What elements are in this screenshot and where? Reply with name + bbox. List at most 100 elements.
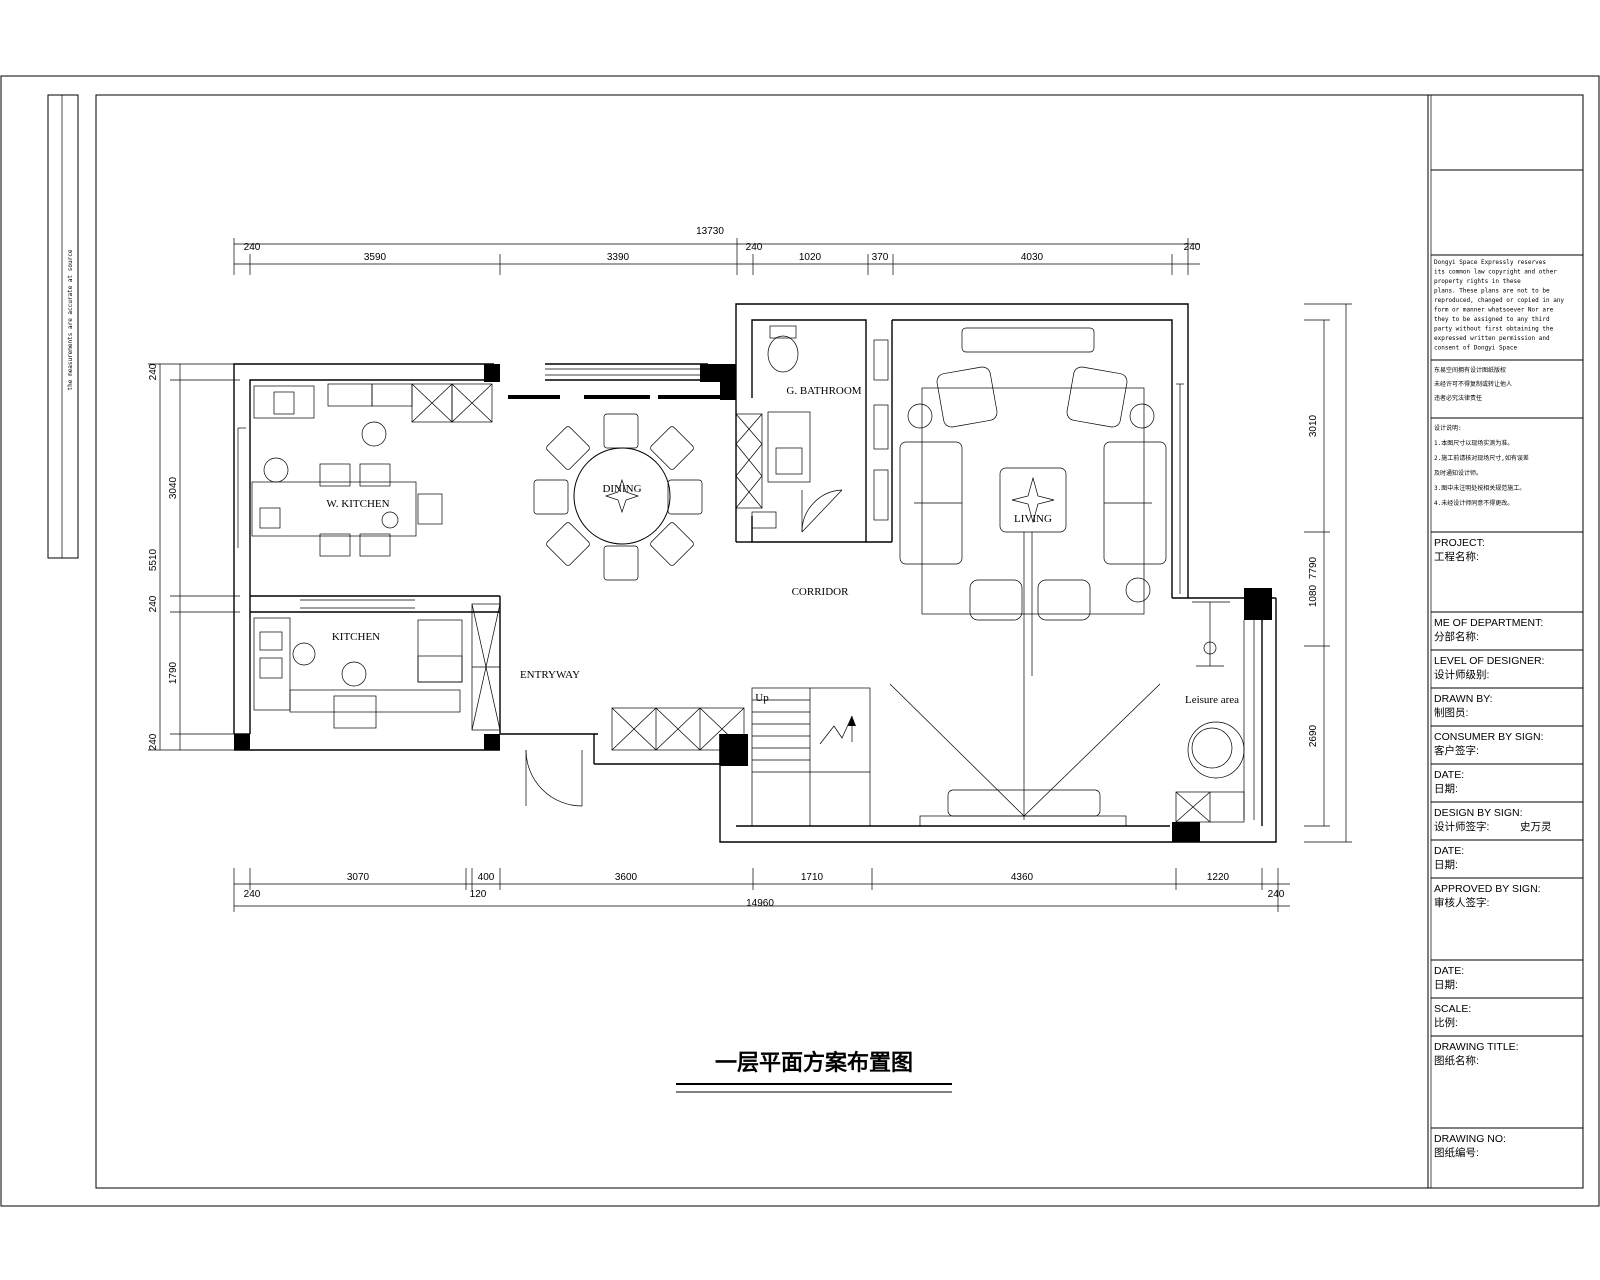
field-label-en: DRAWING TITLE: (1434, 1041, 1519, 1053)
field-label-cn: 工程名称: (1434, 550, 1479, 563)
svg-text:4360: 4360 (1011, 872, 1034, 883)
svg-text:1080: 1080 (1308, 584, 1319, 607)
svg-text:240: 240 (148, 733, 159, 750)
note-line: 2.施工前请核对现场尺寸,如有误差 (1434, 454, 1529, 462)
svg-text:3390: 3390 (607, 252, 630, 263)
title-block-fields: PROJECT:工程名称: ME OF DEPARTMENT:分部名称: LEVEL… (1431, 531, 1583, 1159)
field-label-cn: 客户签字: (1434, 744, 1479, 757)
top-dimension-chain: 13730 240 3590 3390 240 1020 370 4030 24… (233, 226, 1201, 275)
walls (233, 303, 1277, 843)
field-label-cn: 比例: (1434, 1016, 1458, 1029)
svg-text:370: 370 (872, 252, 889, 263)
svg-text:1710: 1710 (801, 872, 824, 883)
svg-text:240: 240 (244, 242, 261, 253)
copyright-en-line: expressed written permission and (1434, 335, 1550, 342)
room-label-kitchen: KITCHEN (332, 631, 380, 643)
svg-text:2690: 2690 (1308, 724, 1319, 747)
field-label-en: DATE: (1434, 965, 1464, 977)
copyright-cn-line: 东易空间拥有设计图纸版权 (1434, 366, 1506, 374)
svg-text:240: 240 (1268, 889, 1285, 900)
svg-text:240: 240 (244, 889, 261, 900)
field-label-en: DESIGN BY SIGN: (1434, 807, 1523, 819)
note-line: 设计说明: (1434, 424, 1462, 432)
copyright-en-line: party without first obtaining the (1434, 326, 1554, 333)
field-label-en: DRAWN BY: (1434, 693, 1493, 705)
dining-set: DINING (533, 413, 703, 581)
kitchen-furniture: KITCHEN (253, 603, 501, 731)
copyright-en-line: Dongyi Space Expressly reserves (1434, 259, 1546, 266)
room-label-entryway: ENTRYWAY (520, 669, 580, 681)
w-kitchen-furniture: W. KITCHEN (251, 383, 493, 557)
svg-text:1790: 1790 (168, 661, 179, 684)
bottom-dimension-chain: 240 3070 120 400 3600 1710 4360 1220 240… (233, 868, 1290, 912)
svg-text:120: 120 (470, 889, 487, 900)
field-label-en: DATE: (1434, 769, 1464, 781)
room-label-corridor: CORRIDOR (792, 586, 850, 598)
copyright-en-line: property rights in these (1434, 278, 1521, 285)
field-label-en: ME OF DEPARTMENT: (1434, 617, 1543, 629)
bathroom-fixtures: G. BATHROOM (735, 325, 889, 529)
field-label-cn: 设计师级别: (1434, 668, 1489, 681)
note-line: 3.图中未注明处按相关规范施工。 (1434, 484, 1525, 492)
field-label-en: PROJECT: (1434, 537, 1485, 549)
svg-text:3010: 3010 (1308, 414, 1319, 437)
field-value: 史万灵 (1520, 821, 1552, 833)
copyright-cn-line: 违者必究法律责任 (1434, 394, 1482, 402)
copyright-cn-line: 未经许可不得复制或转让他人 (1434, 380, 1512, 388)
room-label-dining: DINING (602, 483, 641, 495)
right-dimension-chain: 3010 7790 1080 2690 (1304, 303, 1352, 843)
svg-text:7790: 7790 (1308, 556, 1319, 579)
side-note-strip: the measurements are accurate at source (47, 94, 79, 559)
drawing-title: 一层平面方案布置图 (676, 1050, 952, 1093)
svg-text:1020: 1020 (799, 252, 822, 263)
svg-text:3600: 3600 (615, 872, 638, 883)
svg-text:400: 400 (478, 872, 495, 883)
svg-text:1220: 1220 (1207, 872, 1230, 883)
dim-bottom-total: 14960 (746, 898, 774, 909)
field-label-cn: 图纸名称: (1434, 1054, 1479, 1067)
drawing-title-text: 一层平面方案布置图 (715, 1050, 913, 1076)
side-note-text: the measurements are accurate at source (67, 249, 74, 390)
field-label-cn: 日期: (1434, 859, 1458, 871)
field-label-cn: 图纸编号: (1434, 1146, 1479, 1159)
design-notes-text: 设计说明:1.本图尺寸以现场实测为准。2.施工前请核对现场尺寸,如有误差及时通知… (1434, 424, 1529, 507)
living-furniture: LIVING (899, 327, 1167, 820)
room-label-bathroom: G. BATHROOM (786, 385, 861, 397)
svg-text:240: 240 (1184, 242, 1201, 253)
left-dimension-chain: 240 3040 5510 240 1790 240 (148, 363, 240, 751)
stair-up-label: Up (755, 692, 769, 704)
field-label-en: LEVEL OF DESIGNER: (1434, 655, 1544, 667)
staircase: Up (611, 687, 871, 827)
copyright-en-line: form or manner whatsoever Nor are (1434, 307, 1554, 314)
copyright-en-line: they to be assigned to any third (1434, 316, 1550, 323)
field-label-cn: 设计师签字: (1434, 820, 1489, 833)
note-line: 及时通知设计师。 (1434, 469, 1482, 477)
svg-text:240: 240 (148, 363, 159, 380)
note-line: 4.未经设计师同意不得更改。 (1434, 499, 1513, 507)
copyright-en-line: reproduced, changed or copied in any (1434, 297, 1564, 304)
inner-frame (95, 94, 1584, 1189)
outer-frame (0, 75, 1600, 1207)
room-label-w-kitchen: W. KITCHEN (326, 498, 389, 510)
tv-wall (889, 683, 1161, 827)
field-label-cn: 分部名称: (1434, 630, 1479, 643)
field-label-en: CONSUMER BY SIGN: (1434, 731, 1544, 743)
field-label-en: DATE: (1434, 845, 1464, 857)
room-label-living: LIVING (1014, 513, 1052, 525)
copyright-en-line: its common law copyright and other (1434, 269, 1557, 276)
field-label-en: APPROVED BY SIGN: (1434, 883, 1541, 895)
entry-door (525, 749, 583, 807)
svg-text:240: 240 (148, 595, 159, 612)
field-label-cn: 日期: (1434, 783, 1458, 795)
area-label-leisure: Leisure area (1185, 694, 1239, 706)
leisure-furniture: Leisure area (1175, 601, 1245, 823)
copyright-en-line: consent of Dongyi Space (1434, 345, 1517, 352)
field-label-en: DRAWING NO: (1434, 1133, 1506, 1145)
svg-text:240: 240 (746, 242, 763, 253)
bathroom-door (801, 489, 843, 533)
copyright-en-text: Dongyi Space Expressly reserves its commo… (1434, 259, 1564, 352)
svg-text:5510: 5510 (148, 548, 159, 571)
dim-top-total: 13730 (696, 226, 724, 237)
